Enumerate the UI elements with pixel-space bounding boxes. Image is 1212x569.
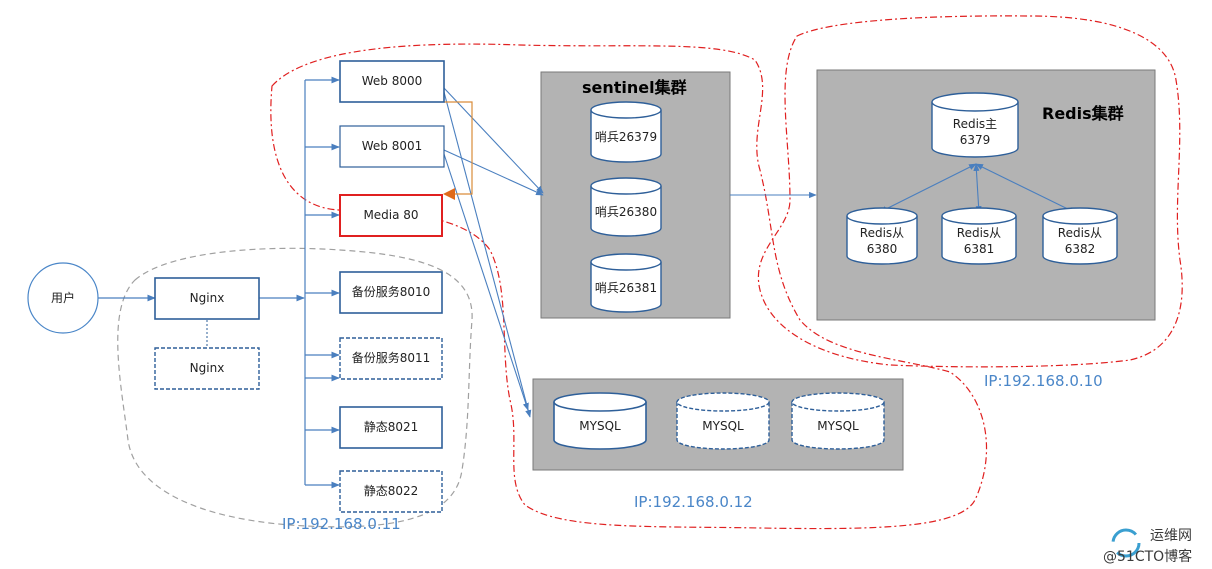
- orange-arrowhead: [443, 188, 455, 200]
- app-node-backup8011[interactable]: 备份服务8011: [339, 337, 443, 380]
- zone-nginx-outline: [117, 247, 473, 528]
- app-node-label: 静态8022: [364, 484, 419, 498]
- ip-label-redis-zone: IP:192.168.0.10: [984, 372, 1103, 390]
- redis-slave-6382[interactable]: Redis从 6382: [1042, 207, 1118, 265]
- nginx-primary[interactable]: Nginx: [154, 277, 260, 320]
- arrow-web8000-mysql: [443, 91, 532, 418]
- sentinel-cluster-title: sentinel集群: [582, 78, 687, 97]
- redis-master-label-2: 6379: [960, 133, 991, 147]
- user-node[interactable]: [27, 262, 99, 334]
- redis-slave-label-1: Redis从: [957, 226, 1001, 240]
- sentinel-node-label: 哨兵26379: [595, 129, 657, 144]
- watermark-logo: 运维网 @51CTO博客: [1103, 528, 1192, 565]
- watermark-top-text: 运维网: [1150, 528, 1192, 544]
- arrow-master-slave-6382: [975, 163, 1077, 214]
- nginx-primary-label: Nginx: [190, 291, 225, 305]
- app-node-static8021[interactable]: 静态8021: [339, 406, 443, 449]
- watermark-bottom-text: @51CTO博客: [1103, 548, 1192, 565]
- app-node-label: 备份服务8010: [352, 284, 431, 299]
- arrow-web8000-sentinel: [443, 87, 544, 194]
- mysql-node-label: MYSQL: [702, 419, 744, 433]
- sentinel-node-label: 哨兵26380: [595, 204, 657, 219]
- redis-slave-6380[interactable]: Redis从 6380: [846, 207, 918, 265]
- user-label: 用户: [51, 290, 75, 305]
- mysql-node-label: MYSQL: [579, 419, 621, 433]
- app-node-backup8010[interactable]: 备份服务8010: [339, 271, 443, 314]
- redis-cluster-title: Redis集群: [1042, 104, 1124, 123]
- mysql-node-label: MYSQL: [817, 419, 859, 433]
- orange-bracket-connector: [444, 101, 473, 195]
- redis-slave-label-1: Redis从: [1058, 226, 1102, 240]
- zone-redis-outline: [757, 15, 1183, 368]
- redis-slave-6381[interactable]: Redis从 6381: [941, 207, 1017, 265]
- app-node-label: Web 8000: [362, 74, 423, 88]
- nginx-standby[interactable]: Nginx: [154, 347, 260, 390]
- redis-slave-label-1: Redis从: [860, 226, 904, 240]
- redis-master-node[interactable]: Redis主 6379: [931, 92, 1019, 158]
- app-node-web8000[interactable]: Web 8000: [339, 60, 445, 103]
- arrow-web8001-mysql: [443, 153, 529, 411]
- redis-slave-label-2: 6382: [1065, 242, 1096, 256]
- mysql-node-primary[interactable]: MYSQL: [553, 392, 647, 450]
- app-node-label: 备份服务8011: [352, 350, 431, 365]
- app-node-label: Web 8001: [362, 139, 423, 153]
- sentinel-node-label: 哨兵26381: [595, 280, 657, 295]
- app-node-label: 静态8021: [364, 420, 419, 434]
- app-node-label: Media 80: [363, 208, 418, 222]
- sentinel-node-26379[interactable]: 哨兵26379: [590, 101, 662, 163]
- app-node-web8001[interactable]: Web 8001: [339, 125, 445, 168]
- redis-master-label-1: Redis主: [953, 117, 997, 131]
- watermark-swirl-icon: [1111, 528, 1141, 558]
- sentinel-node-26381[interactable]: 哨兵26381: [590, 253, 662, 313]
- redis-slave-label-2: 6380: [867, 242, 898, 256]
- arrow-master-slave-6380: [879, 163, 977, 213]
- sentinel-node-26380[interactable]: 哨兵26380: [590, 177, 662, 237]
- nginx-standby-label: Nginx: [190, 361, 225, 375]
- zone-web-outline: [270, 43, 988, 530]
- mysql-node-replica-2[interactable]: MYSQL: [791, 392, 885, 450]
- app-node-media80[interactable]: Media 80: [339, 194, 443, 237]
- mysql-node-replica-1[interactable]: MYSQL: [676, 392, 770, 450]
- ip-label-mysql-zone: IP:192.168.0.12: [634, 493, 753, 511]
- redis-slave-label-2: 6381: [964, 242, 995, 256]
- app-node-static8022[interactable]: 静态8022: [339, 470, 443, 513]
- ip-label-nginx-zone: IP:192.168.0.11: [282, 515, 401, 533]
- arrow-web8001-sentinel: [443, 149, 544, 196]
